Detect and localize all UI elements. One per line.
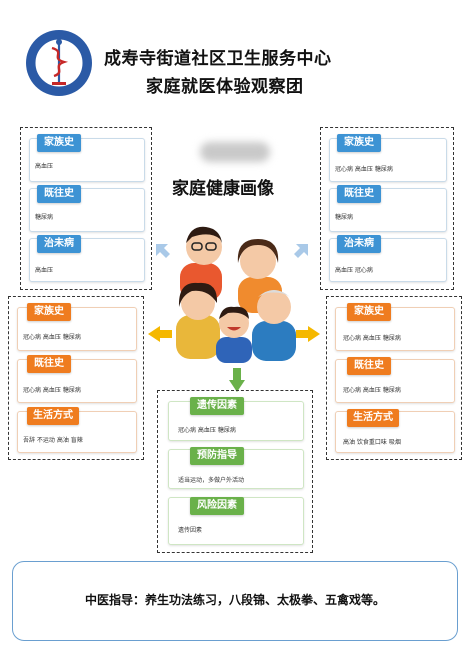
tag-label: 生活方式: [27, 407, 79, 425]
card-text: 高血压: [35, 163, 54, 170]
tag-label: 既往史: [337, 185, 381, 203]
card-text: 糖尿病: [35, 214, 54, 221]
family-illustration: [176, 226, 296, 363]
logo-emblem: [26, 30, 92, 96]
card-text: 冠心病 高血压 糖尿病: [23, 334, 81, 341]
tag-label: 治未病: [337, 235, 381, 253]
tag-label: 家族史: [337, 134, 381, 152]
card-text: 冠心病 高血压 糖尿病: [23, 387, 81, 394]
card-text: 冠心病 高血压 糖尿病: [335, 166, 393, 173]
tcm-advice-text: 中医指导：养生功法练习，八段锦、太极拳、五禽戏等。: [84, 593, 385, 607]
card-text: 适当运动，多做户外活动: [178, 477, 245, 484]
tag-label: 风险因素: [190, 497, 244, 515]
tag-label: 预防指导: [190, 447, 244, 465]
card-text: 糖尿病: [335, 214, 354, 221]
card-text: 高油 饮食重口味 吸烟: [343, 439, 401, 446]
card-text: 冠心病 高血压 糖尿病: [178, 427, 236, 434]
card-text: 冠心病 高血压 糖尿病: [343, 335, 401, 342]
card-text: 高血压 冠心病: [335, 267, 373, 274]
arrow-down-icon: [229, 368, 245, 392]
group-top-left: 家族史 高血压 既往史 糖尿病 治未病 高血压: [20, 127, 152, 290]
blurred-name: [200, 142, 270, 162]
header-title-line1: 成寿寺街道社区卫生服务中心: [104, 49, 332, 69]
group-mid-left: 家族史 冠心病 高血压 糖尿病 既往史 冠心病 高血压 糖尿病 生活方式 吾辞 …: [8, 296, 144, 460]
tag-label: 家族史: [347, 303, 391, 321]
tag-label: 既往史: [347, 357, 391, 375]
tag-label: 家族史: [27, 303, 71, 321]
card-text: 冠心病 高血压 糖尿病: [343, 387, 401, 394]
group-top-right: 家族史 冠心病 高血压 糖尿病 既往史 糖尿病 治未病 高血压 冠心病: [320, 127, 454, 290]
group-bottom-center: 遗传因素 冠心病 高血压 糖尿病 预防指导 适当运动，多做户外活动 风险因素 遗…: [157, 390, 313, 553]
header-title-line2: 家庭就医体验观察团: [146, 77, 304, 97]
card-text: 遗传因素: [178, 527, 203, 534]
arrow-upleft-icon: [156, 244, 170, 258]
tag-label: 既往史: [37, 185, 81, 203]
card-text: 高血压: [35, 267, 54, 274]
card-text: 吾辞 不运动 高油 盲辣: [23, 437, 83, 444]
tcm-advice-box: [12, 561, 458, 641]
tag-label: 治未病: [37, 235, 81, 253]
arrow-left-icon: [148, 326, 172, 342]
group-mid-right: 家族史 冠心病 高血压 糖尿病 既往史 冠心病 高血压 糖尿病 生活方式 高油 …: [326, 296, 462, 460]
tag-label: 既往史: [27, 355, 71, 373]
center-title: 家庭健康画像: [172, 179, 274, 199]
tag-label: 生活方式: [347, 409, 399, 427]
tag-label: 家族史: [37, 134, 81, 152]
tag-label: 遗传因素: [190, 397, 244, 415]
